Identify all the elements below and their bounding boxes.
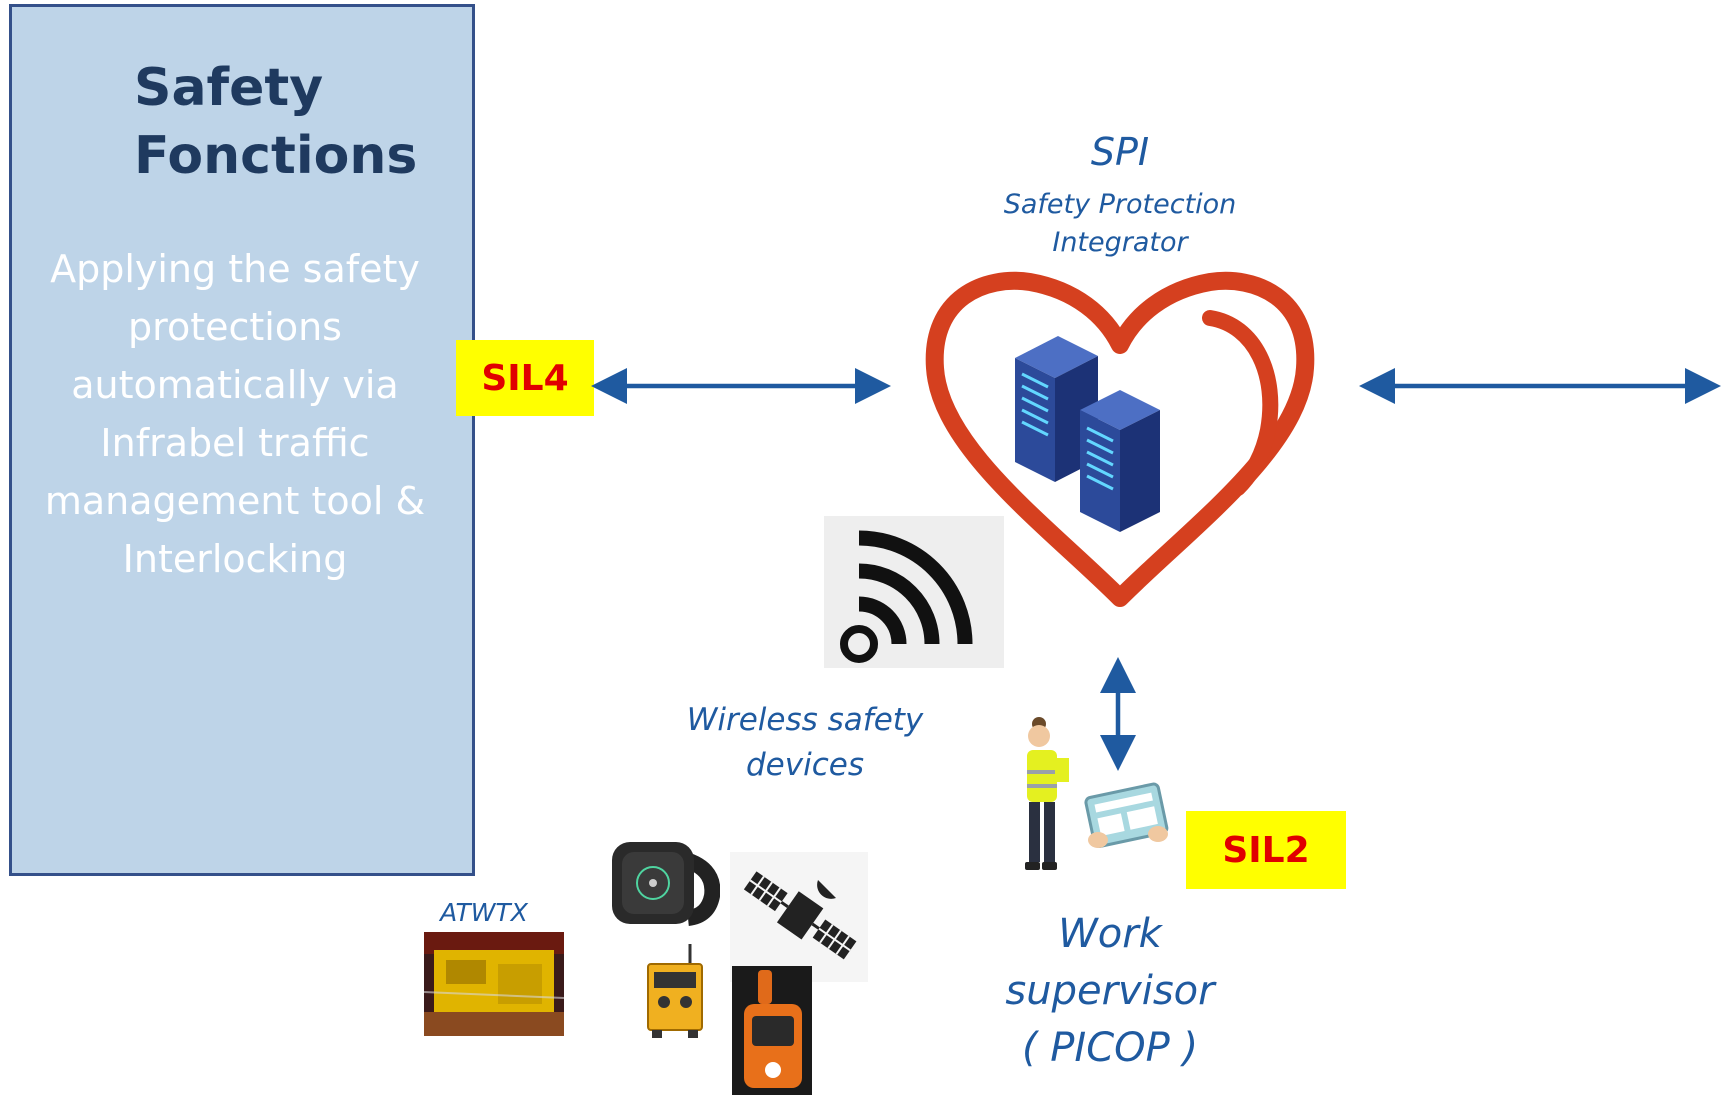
sil4-badge: SIL4 — [456, 340, 594, 416]
atwtx-machine-icon — [424, 932, 564, 1036]
radio-device-icon — [640, 942, 710, 1040]
wireless-label: Wireless safety devices — [686, 702, 924, 783]
smartwatch-icon — [608, 838, 720, 934]
spi-title: SPI — [1090, 130, 1150, 174]
orange-transmitter-icon — [732, 966, 812, 1095]
worker-icon — [1015, 712, 1077, 876]
sil2-badge: SIL2 — [1186, 811, 1346, 889]
safety-functions-panel — [9, 4, 475, 876]
work-supervisor-label: Work supervisor ( PICOP ) — [990, 906, 1230, 1077]
heart-icon — [925, 271, 1315, 607]
atwtx-label: ATWTX — [440, 898, 528, 927]
panel-description: Applying the safety protections automati… — [44, 247, 426, 581]
spi-subtitle: Safety Protection Integrator — [1003, 189, 1237, 258]
tablet-icon — [1082, 782, 1174, 854]
server-icon — [1015, 336, 1160, 532]
wifi-icon — [824, 516, 1004, 668]
work-supervisor-line2: supervisor — [1005, 968, 1215, 1014]
satellite-icon — [730, 852, 868, 982]
work-supervisor-line1: Work — [1058, 911, 1162, 957]
panel-title: Safety Fonctions — [134, 58, 418, 186]
work-supervisor-line3: ( PICOP ) — [1021, 1025, 1199, 1071]
